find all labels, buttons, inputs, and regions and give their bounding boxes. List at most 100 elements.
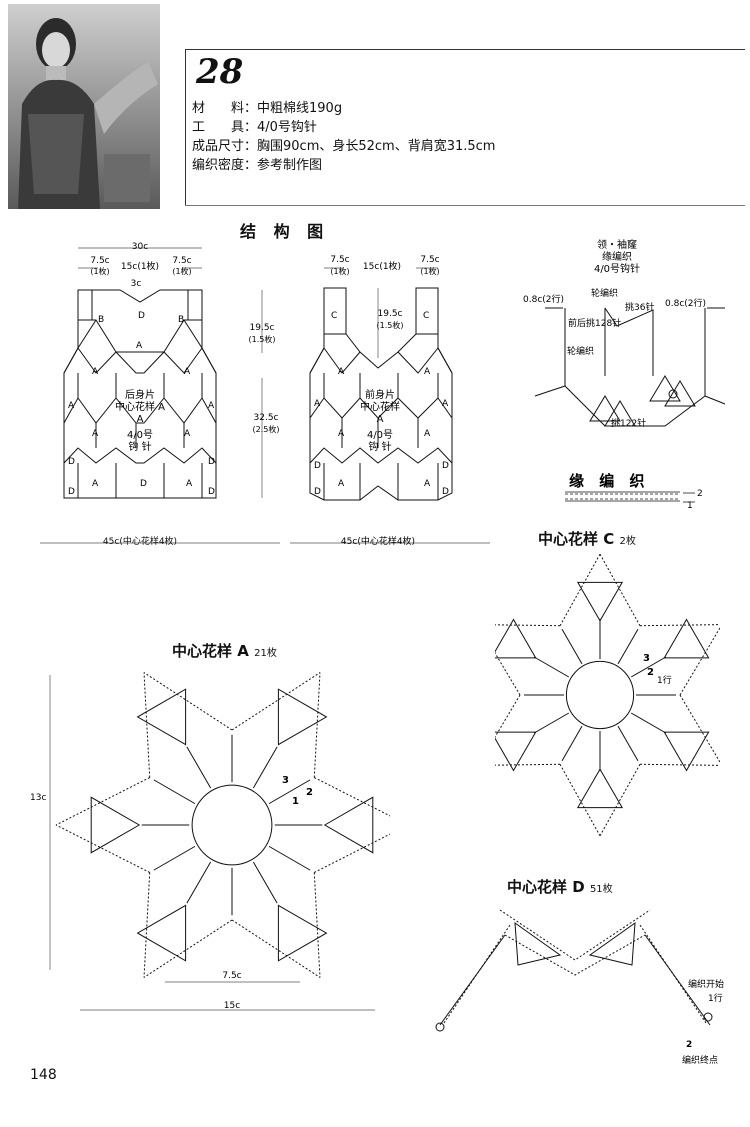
- svg-text:4/0号钩针: 4/0号钩针: [594, 262, 640, 275]
- spec-size: 成品尺寸：胸围90cm、身长52cm、背肩宽31.5cm: [192, 139, 496, 154]
- svg-text:2: 2: [686, 1040, 692, 1050]
- svg-text:C: C: [423, 311, 429, 321]
- svg-text:A: A: [92, 367, 99, 377]
- back-neck-drop: 3c: [131, 279, 142, 289]
- motif-c-chart: 1行 2 3: [495, 553, 720, 837]
- back-piece-diagram: 30c 7.5c (1枚) 15c(1枚) 7.5c (1枚) 3c B D B…: [40, 242, 280, 547]
- svg-text:(1枚): (1枚): [172, 266, 191, 276]
- svg-text:轮编织: 轮编织: [567, 345, 594, 357]
- front-name: 前身片: [365, 388, 395, 401]
- svg-text:A: A: [184, 367, 191, 377]
- back-left-shoulder-label: 7.5c: [90, 256, 109, 266]
- motif-d-chart: 编织开始 1行 2 编织终点: [435, 909, 724, 1066]
- edging-diagram: 领・袖窿 缘编织 4/0号钩针 0.8c(2行) 0.8c(2行) 轮编织 挑3…: [523, 238, 726, 511]
- page-number: 148: [30, 1067, 57, 1083]
- back-armhole: 19.5c: [250, 323, 275, 333]
- svg-text:钩 针: 钩 针: [368, 440, 391, 453]
- svg-text:(1枚): (1枚): [420, 266, 439, 276]
- svg-text:3: 3: [282, 775, 289, 786]
- svg-text:2: 2: [697, 489, 703, 499]
- header-rule-bottom: [185, 205, 745, 206]
- svg-text:1: 1: [687, 501, 693, 511]
- front-piece-diagram: 7.5c (1枚) 15c(1枚) 7.5c (1枚) 19.5c (1.5枚)…: [290, 255, 490, 547]
- motif-c-title: 中心花样 C 2枚: [538, 530, 636, 548]
- model-photo: [8, 4, 160, 209]
- motif-d-title: 中心花样 D 51枚: [507, 878, 613, 896]
- spec-gauge: 编织密度：参考制作图: [192, 158, 323, 173]
- svg-text:D: D: [68, 457, 75, 467]
- svg-text:A: A: [424, 479, 431, 489]
- svg-text:(1枚): (1枚): [330, 266, 349, 276]
- motif-c-star: [495, 553, 720, 837]
- svg-text:A: A: [424, 367, 431, 377]
- back-right-shoulder: [187, 289, 203, 321]
- back-bottom: 45c(中心花样4枚): [103, 535, 177, 547]
- svg-text:2: 2: [647, 667, 654, 678]
- svg-text:(1.5枚): (1.5枚): [249, 334, 276, 344]
- edging-title: 缘 编 织: [569, 472, 649, 490]
- svg-text:7.5c: 7.5c: [172, 256, 191, 266]
- svg-text:A: A: [137, 414, 144, 425]
- svg-text:缘编织: 缘编织: [602, 250, 632, 263]
- svg-text:中心花样: 中心花样: [360, 400, 400, 413]
- svg-text:15c: 15c: [224, 1001, 240, 1011]
- svg-text:A: A: [68, 401, 75, 411]
- svg-text:中心花样 A: 中心花样 A: [115, 400, 165, 413]
- svg-text:D: D: [314, 461, 321, 471]
- svg-text:4/0号: 4/0号: [367, 429, 393, 441]
- svg-text:1行: 1行: [657, 674, 672, 686]
- back-width-top: 30c: [132, 242, 148, 252]
- svg-text:D: D: [208, 457, 215, 467]
- front-neck-label: 15c(1枚): [363, 260, 401, 272]
- svg-text:7.5c: 7.5c: [330, 255, 349, 265]
- back-name: 后身片: [125, 388, 155, 401]
- front-bottom: 45c(中心花样4枚): [341, 535, 415, 547]
- svg-text:B: B: [178, 315, 184, 325]
- svg-text:1: 1: [292, 796, 299, 807]
- svg-text:7.5c: 7.5c: [222, 971, 241, 981]
- motif-a-chart: 13c 7.5c 15c 3 2 1: [30, 672, 390, 1011]
- spec-tool: 工 具：4/0号钩针: [192, 120, 317, 135]
- header-rule-top: [185, 49, 745, 50]
- svg-text:A: A: [338, 429, 345, 439]
- header-rule-left: [185, 49, 186, 205]
- svg-text:编织终点: 编织终点: [682, 1054, 718, 1066]
- svg-text:(1枚): (1枚): [90, 266, 109, 276]
- svg-text:1行: 1行: [708, 992, 723, 1004]
- svg-text:0.8c(2行): 0.8c(2行): [665, 297, 706, 309]
- svg-text:B: B: [98, 315, 104, 325]
- svg-text:A: A: [424, 429, 431, 439]
- svg-text:挑36针: 挑36针: [625, 301, 654, 313]
- motif-a-star: [55, 672, 390, 978]
- svg-text:D: D: [208, 487, 215, 497]
- svg-text:(2.5枚): (2.5枚): [253, 424, 280, 434]
- svg-text:A: A: [92, 429, 99, 439]
- svg-text:(1.5枚): (1.5枚): [377, 320, 404, 330]
- svg-text:C: C: [331, 311, 337, 321]
- svg-text:2: 2: [306, 787, 313, 798]
- spec-material: 材 料：中粗棉线190g: [192, 101, 343, 116]
- svg-text:A: A: [338, 367, 345, 377]
- svg-text:编织开始: 编织开始: [688, 978, 724, 990]
- svg-text:轮编织: 轮编织: [591, 287, 618, 299]
- svg-text:A: A: [92, 479, 99, 489]
- svg-text:0.8c(2行): 0.8c(2行): [523, 293, 564, 305]
- svg-text:A: A: [377, 414, 384, 425]
- svg-text:D: D: [140, 479, 147, 489]
- front-neck-depth: 19.5c: [378, 309, 403, 319]
- svg-text:领・袖窿: 领・袖窿: [597, 238, 637, 251]
- svg-text:D: D: [442, 487, 449, 497]
- svg-text:3: 3: [643, 653, 650, 664]
- svg-text:A: A: [136, 341, 143, 351]
- svg-text:13c: 13c: [30, 793, 46, 803]
- svg-text:D: D: [442, 461, 449, 471]
- svg-text:A: A: [338, 479, 345, 489]
- svg-text:7.5c: 7.5c: [420, 255, 439, 265]
- motif-a-title: 中心花样 A 21枚: [172, 642, 277, 660]
- svg-text:挑122针: 挑122针: [611, 417, 646, 429]
- pattern-number: 28: [196, 52, 244, 92]
- svg-text:A: A: [208, 401, 215, 411]
- svg-text:A: A: [314, 399, 321, 409]
- svg-text:钩 针: 钩 针: [128, 440, 151, 453]
- back-neck-label: 15c(1枚): [121, 260, 159, 272]
